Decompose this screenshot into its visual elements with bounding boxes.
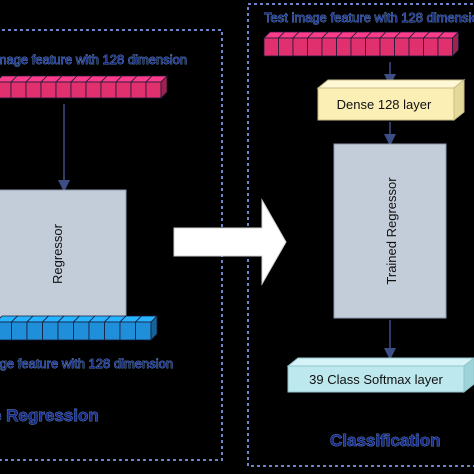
vector-cell (292, 37, 308, 57)
vector-cell (321, 37, 337, 57)
vector-cell (0, 81, 12, 99)
dense-layer-label: Dense 128 layer (337, 97, 432, 112)
trained-regressor-label: Trained Regressor (384, 177, 399, 285)
vector-cell-side (160, 75, 168, 99)
vector-cell (408, 37, 424, 57)
vector-cell (85, 81, 102, 99)
right-top-label: Test image feature with 128 dimension (264, 10, 474, 25)
vector-cell (104, 321, 121, 341)
vector-cell (379, 37, 395, 57)
trained-regressor-box (333, 143, 447, 319)
vector-cell (26, 321, 43, 341)
vector-cell (423, 37, 439, 57)
left-bottom-label: Image feature with 128 dimension (0, 356, 173, 371)
left-top-label: Image feature with 128 dimension (0, 52, 187, 67)
vector-cell (73, 321, 90, 341)
vector-cell (42, 321, 59, 341)
vector-cell (307, 37, 323, 57)
vector-cell (25, 81, 42, 99)
vector-cell (57, 321, 74, 341)
dense-layer-box (316, 78, 466, 122)
left-panel-title: Feature Regression (0, 406, 99, 425)
vector-cell (119, 321, 136, 341)
vector-cell (40, 81, 57, 99)
softmax-layer-box (286, 357, 474, 394)
vector-cell (278, 37, 294, 57)
vector-cell (11, 321, 28, 341)
vector-cell (365, 37, 381, 57)
regressor-label: Regressor (50, 223, 65, 284)
vector-cell (263, 37, 279, 57)
vector-cell (437, 37, 453, 57)
vector-cell (394, 37, 410, 57)
vector-cell (115, 81, 132, 99)
vector-cell (130, 81, 147, 99)
softmax-layer-label: 39 Class Softmax layer (309, 372, 443, 387)
vector-cell (145, 81, 162, 99)
vector-cell-side (452, 31, 459, 57)
vector-cell (100, 81, 117, 99)
vector-cell-side (150, 315, 158, 341)
vector-cell (88, 321, 105, 341)
vector-cell (10, 81, 27, 99)
vector-cell (55, 81, 72, 99)
right-input-feature-vector (263, 31, 460, 57)
vector-cell (135, 321, 152, 341)
process-arrow-icon (173, 198, 287, 286)
vector-cell (336, 37, 352, 57)
left-input-feature-vector (0, 75, 168, 99)
left-output-feature-vector (0, 315, 158, 341)
vector-cell (70, 81, 87, 99)
vector-cell (350, 37, 366, 57)
right-panel-title: Classification (330, 431, 441, 450)
vector-cell (0, 321, 12, 341)
